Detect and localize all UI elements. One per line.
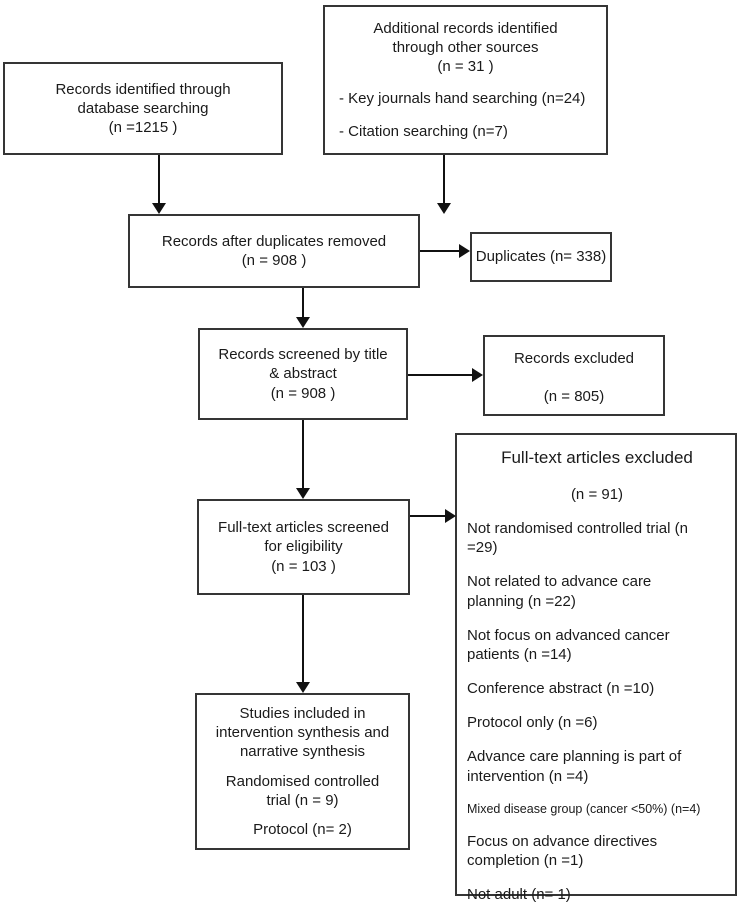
exclusion-reason: Not related to advance care planning (n …	[467, 573, 656, 610]
duplicates-box: Duplicates (n= 338)	[470, 232, 612, 282]
exclusion-reason: Focus on advance directives completion (…	[467, 832, 662, 869]
exclusion-reason: Conference abstract (n =10)	[467, 680, 655, 698]
box-line: & abstract	[269, 365, 337, 383]
box-line: (n =1215 )	[108, 119, 178, 137]
records-excluded-box: Records excluded (n = 805)	[483, 335, 665, 416]
box-line: Records after duplicates removed	[161, 232, 387, 250]
box-line: narrative synthesis	[239, 743, 366, 761]
fulltext-screen-box: Full-text articles screened for eligibil…	[197, 499, 410, 595]
fulltext-excluded-box: Full-text articles excluded (n = 91) Not…	[455, 433, 737, 902]
box-line: Duplicates (n= 338)	[475, 248, 607, 266]
box-line: (n = 908 )	[270, 384, 336, 402]
box-line: through other sources	[392, 39, 539, 57]
box-line: (n = 805)	[543, 388, 605, 406]
exclusion-reason: Not adult (n= 1)	[467, 886, 571, 902]
fulltext-excluded-count: (n = 91)	[570, 485, 624, 503]
box-line: (n = 908 )	[241, 252, 307, 269]
box-line: intervention synthesis and	[215, 724, 390, 742]
exclusion-reason: Advance care planning is part of interve…	[467, 748, 686, 785]
exclusion-reason: Protocol only (n =6)	[467, 714, 598, 732]
box-line: Records identified through	[55, 80, 231, 98]
bullet-line: - Citation searching (n=7)	[339, 122, 508, 140]
fulltext-excluded-title: Full-text articles excluded	[501, 448, 693, 467]
box-line: Full-text articles screened	[218, 519, 389, 537]
exclusion-reason: Not focus on advanced cancer patients (n…	[467, 626, 674, 663]
after-duplicates-box: Records after duplicates removed (n = 90…	[128, 214, 420, 288]
box-line: (n = 103 )	[271, 557, 336, 575]
box-line: Additional records identified	[373, 20, 558, 37]
box-line: Records excluded	[513, 350, 635, 367]
box-line: database searching	[77, 99, 209, 117]
exclusion-reason: Not randomised controlled trial (n =29)	[467, 519, 693, 557]
box-line: (n = 31 )	[437, 58, 494, 76]
exclusion-reason: Mixed disease group (cancer <50%) (n=4)	[467, 801, 701, 816]
title-abstract-screen-box: Records screened by title & abstract (n …	[198, 328, 408, 420]
box-line: Records screened by title	[218, 346, 388, 364]
box-line: Randomised controlled	[225, 772, 380, 790]
studies-included-box: Studies included in intervention synthes…	[195, 693, 410, 850]
box-line: trial (n = 9)	[266, 791, 339, 809]
additional-records-box: Additional records identified through ot…	[323, 5, 608, 155]
box-line: Protocol (n= 2)	[253, 820, 352, 838]
box-line: Studies included in	[239, 704, 366, 722]
box-line: for eligibility	[264, 538, 343, 556]
records-database-box: Records identified through database sear…	[3, 62, 283, 155]
bullet-line: - Key journals hand searching (n=24)	[339, 89, 586, 107]
